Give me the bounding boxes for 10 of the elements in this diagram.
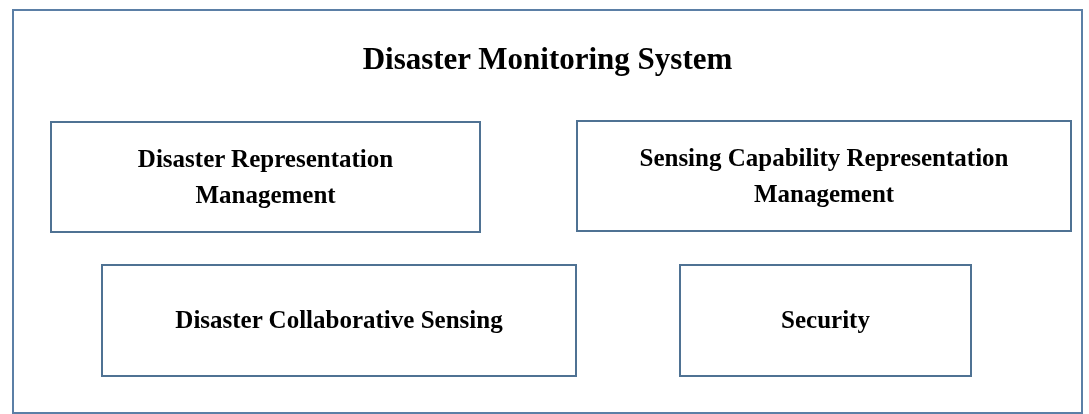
module-label: Disaster Representation Management <box>136 143 395 210</box>
module-label: Sensing Capability Representation Management <box>638 142 1010 209</box>
panel-heading: Disaster Monitoring System <box>361 41 734 77</box>
module-box <box>50 121 481 233</box>
system-panel <box>12 9 1083 414</box>
module-label: Security <box>780 305 871 336</box>
module-box <box>679 264 972 377</box>
module-box <box>576 120 1072 232</box>
module-box <box>101 264 577 377</box>
module-label: Disaster Collaborative Sensing <box>174 305 504 336</box>
